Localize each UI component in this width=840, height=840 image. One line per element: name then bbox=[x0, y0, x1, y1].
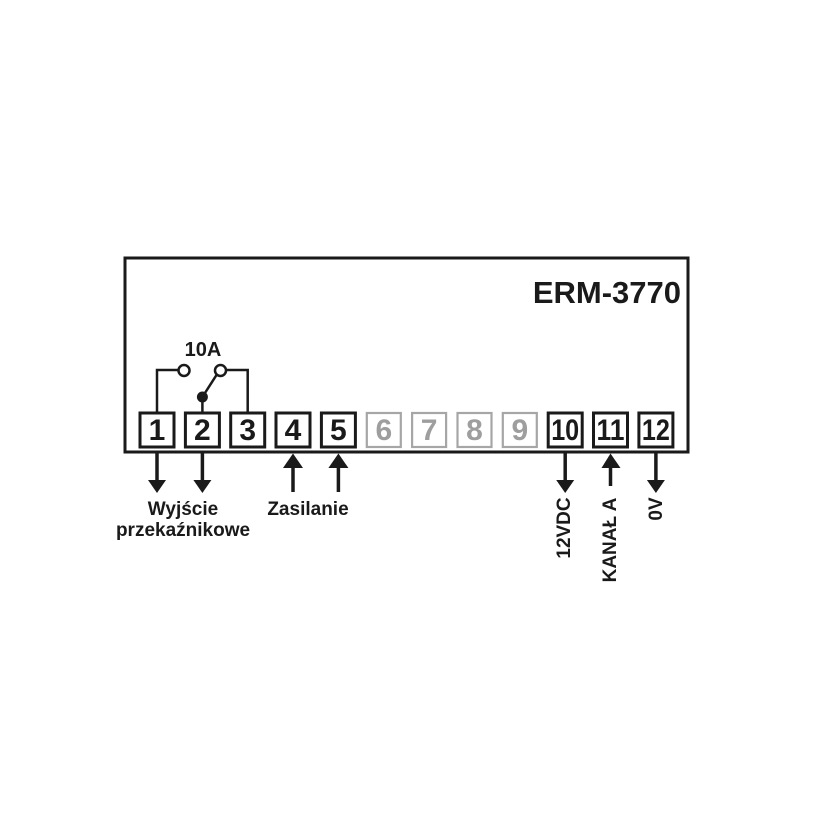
terminal-box bbox=[456, 411, 493, 449]
label-12vdc: 12VDC bbox=[554, 497, 575, 559]
label-power-supply: Zasilanie bbox=[267, 499, 348, 520]
terminal-number: 12 bbox=[642, 414, 670, 447]
relay-symbol: 10A bbox=[155, 339, 249, 413]
arrow-up-terminal-5 bbox=[328, 453, 349, 492]
terminal-number: 5 bbox=[330, 414, 347, 447]
device-title: ERM-3770 bbox=[533, 275, 681, 310]
terminal-8: 8 bbox=[456, 411, 493, 449]
label-relay-output-line2: przekaźnikowe bbox=[116, 520, 250, 541]
arrow-down-terminal-1 bbox=[148, 450, 166, 493]
arrow-down-icon bbox=[148, 480, 166, 493]
terminal-number: 2 bbox=[194, 414, 211, 447]
terminal-6: 6 bbox=[365, 411, 402, 449]
terminal-box bbox=[501, 411, 538, 449]
terminal-box bbox=[637, 411, 675, 449]
arrow-up-icon bbox=[328, 453, 349, 468]
arrow-up-terminal-11 bbox=[601, 453, 621, 486]
terminal-number: 11 bbox=[597, 414, 625, 447]
terminal-box bbox=[229, 411, 267, 449]
terminal-12: 12 bbox=[637, 411, 675, 449]
arrow-down-icon bbox=[556, 480, 575, 493]
relay-contact-right-icon bbox=[213, 363, 228, 378]
arrow-down-terminal-10 bbox=[556, 450, 575, 493]
relay-pivot-dot-icon bbox=[196, 391, 208, 403]
label-0v: 0V bbox=[646, 497, 667, 521]
terminal-box bbox=[411, 411, 448, 449]
terminal-box bbox=[546, 411, 584, 449]
terminal-number: 10 bbox=[551, 414, 579, 447]
terminal-row: 1 2 3 4 5 6 7 bbox=[138, 411, 675, 449]
terminal-7: 7 bbox=[411, 411, 448, 449]
arrow-up-icon bbox=[601, 453, 621, 468]
label-channel-a: KANAŁ A bbox=[600, 497, 621, 582]
terminal-1: 1 bbox=[138, 411, 176, 449]
terminal-10: 10 bbox=[546, 411, 584, 449]
relay-contact-left-icon bbox=[177, 363, 191, 378]
terminal-box bbox=[274, 411, 312, 449]
terminal-box bbox=[365, 411, 402, 449]
terminal-5: 5 bbox=[319, 411, 357, 449]
label-relay-output-line1: Wyjście bbox=[148, 499, 218, 520]
terminal-11: 11 bbox=[592, 411, 629, 449]
terminal-number: 9 bbox=[511, 414, 528, 447]
arrow-up-terminal-4 bbox=[283, 453, 303, 492]
terminal-box bbox=[183, 411, 221, 449]
terminal-box bbox=[319, 411, 357, 449]
relay-wire-terminal-1 bbox=[155, 368, 179, 413]
arrow-down-icon bbox=[646, 480, 665, 493]
relay-rating-label: 10A bbox=[185, 339, 222, 361]
arrow-down-terminal-2 bbox=[193, 450, 212, 493]
terminal-number: 7 bbox=[421, 414, 438, 447]
arrow-up-icon bbox=[283, 453, 303, 468]
relay-wire-terminal-3 bbox=[226, 368, 249, 413]
terminal-4: 4 bbox=[274, 411, 312, 449]
terminal-2: 2 bbox=[183, 411, 221, 449]
terminal-number: 3 bbox=[239, 414, 256, 447]
arrow-down-terminal-12 bbox=[646, 450, 665, 493]
arrow-down-icon bbox=[193, 480, 212, 493]
terminal-9: 9 bbox=[501, 411, 538, 449]
terminal-number: 4 bbox=[285, 414, 302, 447]
terminal-box bbox=[138, 411, 176, 449]
terminal-number: 6 bbox=[375, 414, 392, 447]
terminal-number: 8 bbox=[466, 414, 483, 447]
terminal-number: 1 bbox=[149, 414, 166, 447]
terminal-box bbox=[592, 411, 629, 449]
terminal-3: 3 bbox=[229, 411, 267, 449]
